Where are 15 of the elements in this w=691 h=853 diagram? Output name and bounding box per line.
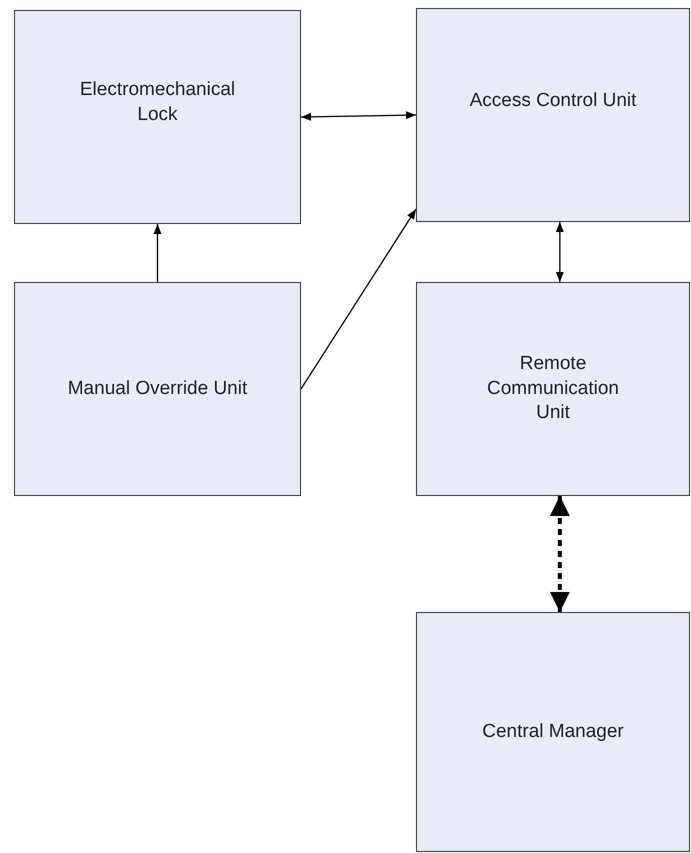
process-box: [14, 282, 301, 496]
arrow: [300, 208, 417, 390]
arrow: [556, 222, 564, 282]
arrow: [154, 224, 162, 282]
box-label: Central Manager: [482, 720, 624, 744]
process-box: [416, 282, 690, 496]
box-label: Access Control Unit: [470, 88, 636, 113]
process-box: [14, 10, 301, 224]
arrow: [300, 111, 416, 121]
arrow: [550, 496, 570, 612]
process-box: [416, 612, 690, 852]
box-label: Manual Override Unit: [68, 376, 248, 401]
box-label: Electromechanical Lock: [78, 78, 236, 127]
box-label: Remote Communication Unit: [486, 352, 620, 426]
process-box: [416, 8, 690, 222]
